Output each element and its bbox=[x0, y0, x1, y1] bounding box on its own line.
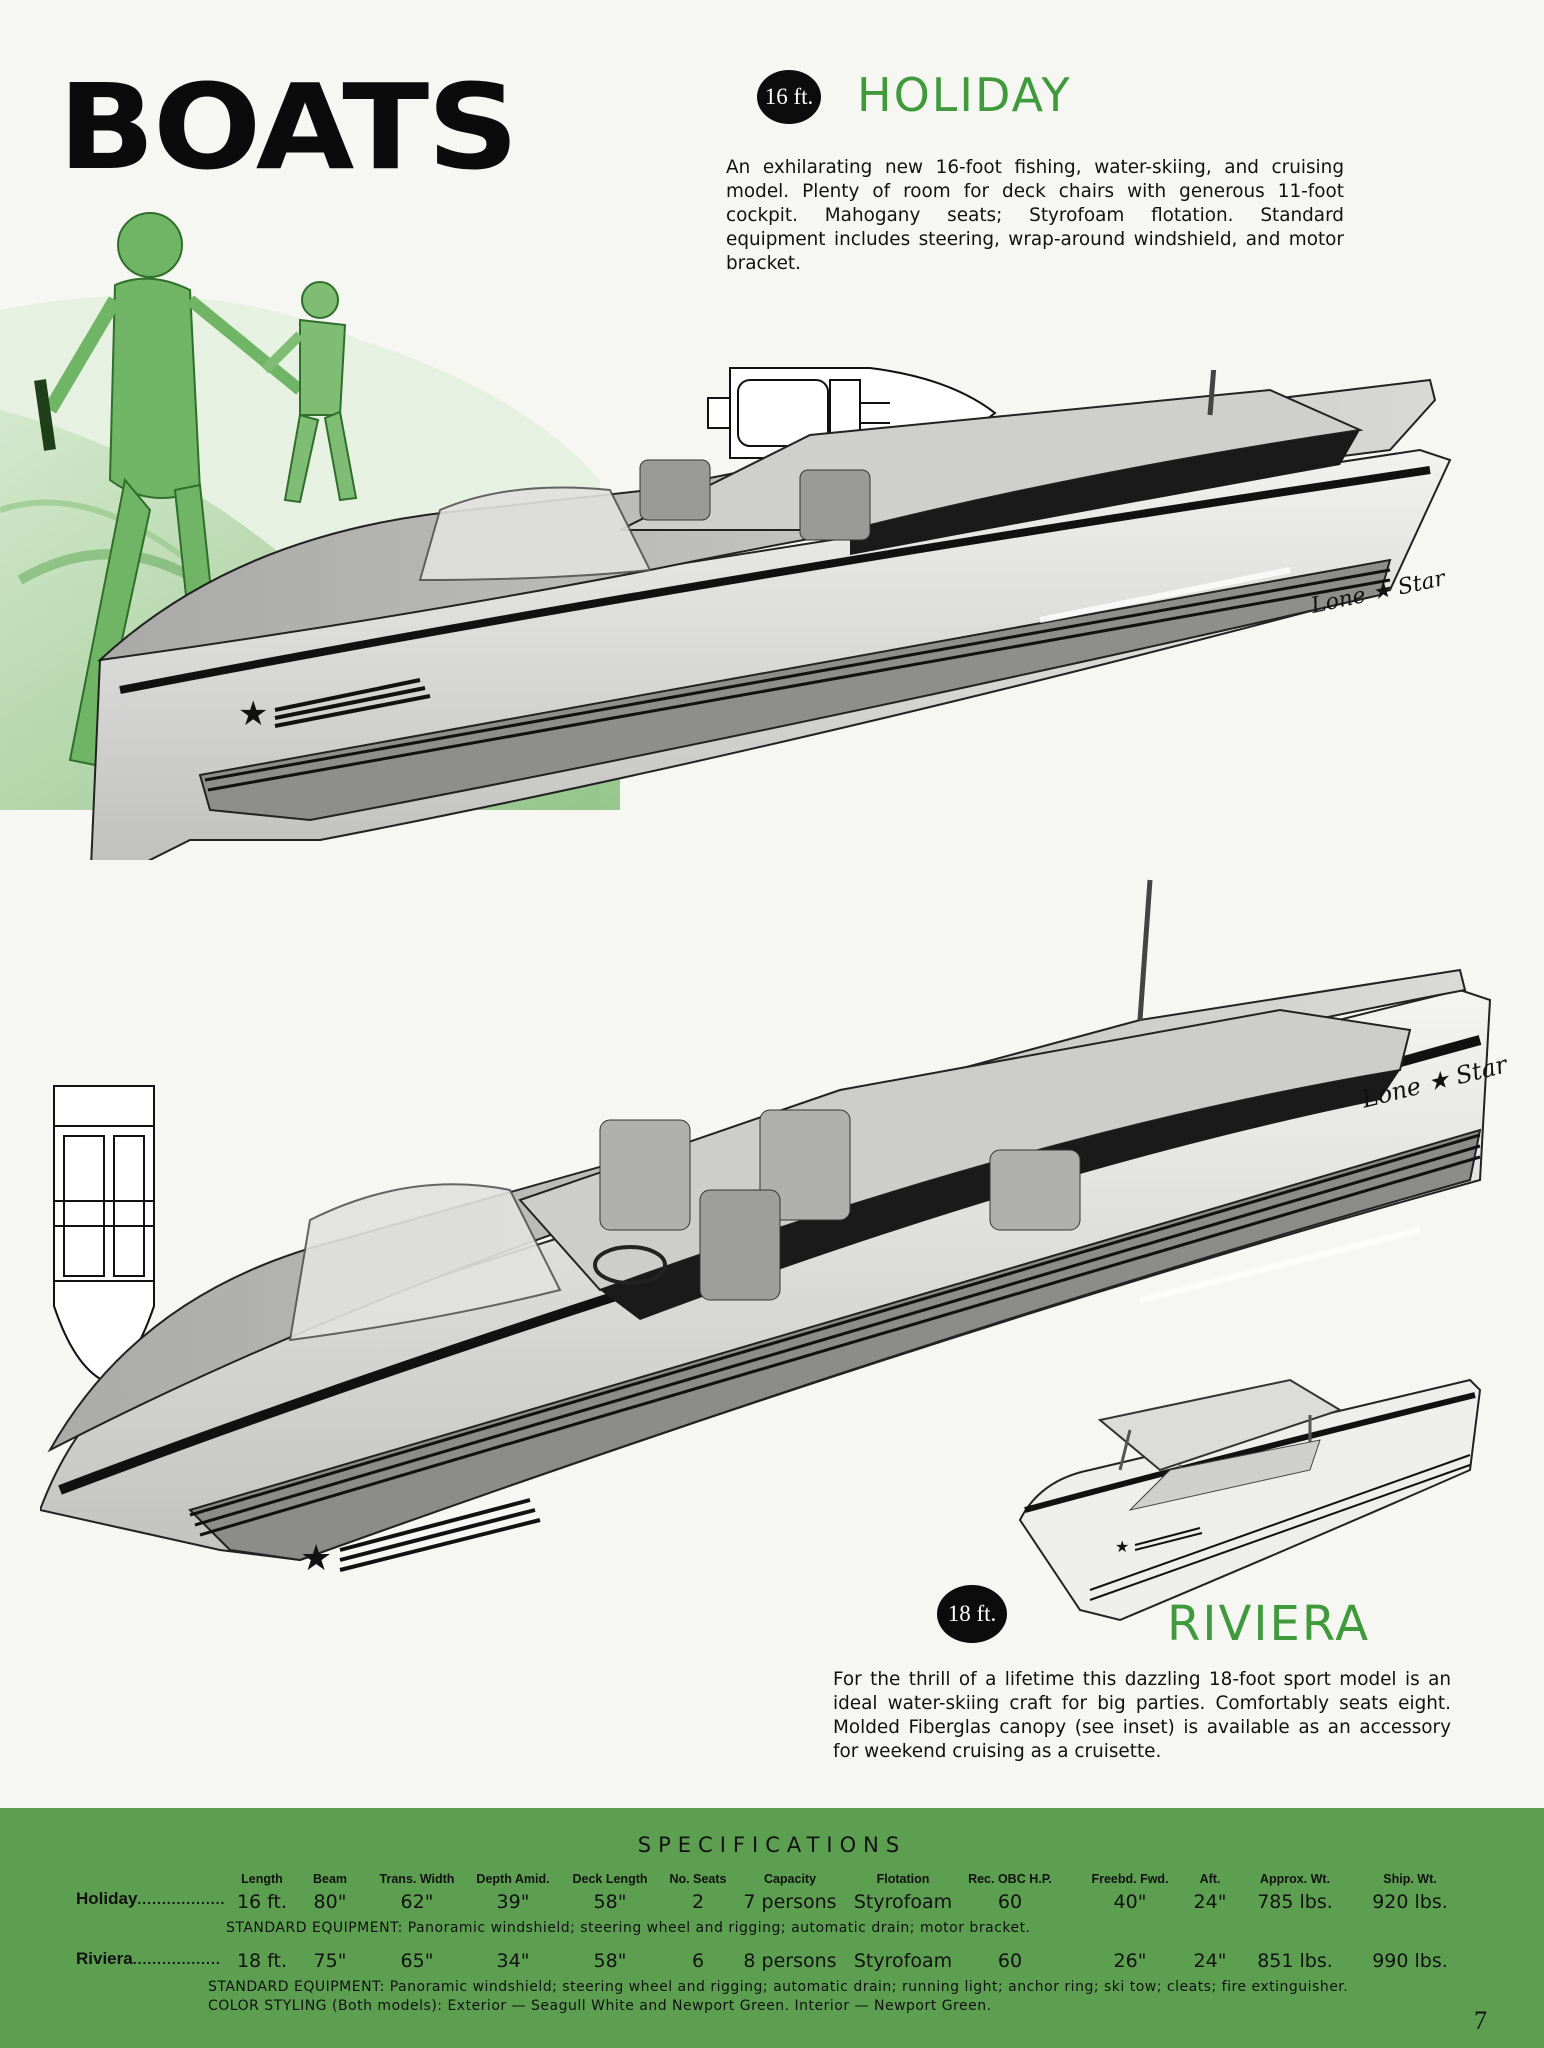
spec-header-capacity: Capacity bbox=[763, 1872, 817, 1886]
holiday-flotation: Styrofoam bbox=[853, 1891, 953, 1913]
riviera-canopy-inset-illustration: ★ bbox=[1018, 1378, 1482, 1622]
riviera-aft: 24" bbox=[1193, 1950, 1227, 1972]
spec-header-depth-amid: Depth Amid. bbox=[476, 1872, 550, 1886]
holiday-trans-width: 62" bbox=[400, 1891, 434, 1913]
spec-header-freebd-fwd: Freebd. Fwd. bbox=[1091, 1872, 1169, 1886]
riviera-top-view-diagram bbox=[53, 1085, 155, 1383]
riviera-model-name: RIVIERA bbox=[1167, 1596, 1371, 1652]
riviera-trans-width: 65" bbox=[400, 1950, 434, 1972]
holiday-size-badge: 16 ft. bbox=[757, 70, 821, 124]
holiday-deck-length: 58" bbox=[593, 1891, 627, 1913]
riviera-rec-obc-hp: 60 bbox=[997, 1950, 1023, 1972]
holiday-length: 16 ft. bbox=[236, 1891, 288, 1913]
riviera-length: 18 ft. bbox=[236, 1950, 288, 1972]
riviera-boat-illustration: ★ bbox=[40, 879, 1492, 1579]
svg-text:★: ★ bbox=[238, 694, 268, 734]
spec-header-beam: Beam bbox=[312, 1872, 348, 1886]
holiday-aft: 24" bbox=[1193, 1891, 1227, 1913]
holiday-row-leader-dots: .................. bbox=[137, 1891, 226, 1907]
riviera-ship-wt: 990 lbs. bbox=[1372, 1950, 1448, 1972]
spec-header-no-seats: No. Seats bbox=[669, 1872, 727, 1886]
spec-header-aft: Aft. bbox=[1199, 1872, 1221, 1886]
holiday-row-label: Holiday bbox=[76, 1889, 138, 1908]
riviera-standard-equipment: STANDARD EQUIPMENT: Panoramic windshield… bbox=[208, 1979, 1349, 1995]
riviera-row-label: Riviera bbox=[76, 1949, 133, 1968]
riviera-deck-length: 58" bbox=[593, 1950, 627, 1972]
holiday-description: An exhilarating new 16-foot fishing, wat… bbox=[726, 157, 1344, 274]
riviera-row-leader-dots: .................. bbox=[132, 1951, 221, 1967]
riviera-freebd-fwd: 26" bbox=[1113, 1950, 1147, 1972]
riviera-description: For the thrill of a lifetime this dazzli… bbox=[833, 1669, 1451, 1762]
svg-text:★: ★ bbox=[300, 1538, 332, 1579]
holiday-rec-obc-hp: 60 bbox=[997, 1891, 1023, 1913]
holiday-standard-equipment: STANDARD EQUIPMENT: Panoramic windshield… bbox=[226, 1920, 1031, 1936]
holiday-no-seats: 2 bbox=[691, 1891, 705, 1913]
holiday-freebd-fwd: 40" bbox=[1113, 1891, 1147, 1913]
specifications-panel bbox=[0, 1808, 1544, 2048]
holiday-ship-wt: 920 lbs. bbox=[1372, 1891, 1448, 1913]
spec-header-ship-wt: Ship. Wt. bbox=[1383, 1872, 1437, 1886]
riviera-capacity: 8 persons bbox=[743, 1950, 837, 1972]
holiday-approx-wt: 785 lbs. bbox=[1257, 1891, 1333, 1913]
color-styling-note: COLOR STYLING (Both models): Exterior — … bbox=[208, 1998, 992, 2014]
holiday-beam: 80" bbox=[313, 1891, 347, 1913]
page-title: BOATS bbox=[58, 58, 519, 196]
spec-row-holiday-name: Holiday.................. bbox=[76, 1889, 225, 1909]
holiday-model-name: HOLIDAY bbox=[857, 68, 1072, 122]
holiday-capacity: 7 persons bbox=[743, 1891, 837, 1913]
spec-header-approx-wt: Approx. Wt. bbox=[1259, 1872, 1331, 1886]
riviera-size-badge: 18 ft. bbox=[937, 1585, 1007, 1643]
page-number: 7 bbox=[1474, 2006, 1487, 2035]
svg-text:★: ★ bbox=[1115, 1537, 1129, 1556]
spec-row-riviera-name: Riviera.................. bbox=[76, 1949, 221, 1969]
riviera-beam: 75" bbox=[313, 1950, 347, 1972]
spec-header-deck-length: Deck Length bbox=[572, 1872, 648, 1886]
specifications-title: SPECIFICATIONS bbox=[637, 1833, 907, 1857]
spec-header-flotation: Flotation bbox=[876, 1872, 930, 1886]
holiday-depth-amid: 39" bbox=[496, 1891, 530, 1913]
spec-header-length: Length bbox=[241, 1872, 283, 1886]
riviera-depth-amid: 34" bbox=[496, 1950, 530, 1972]
holiday-boat-illustration: ★ bbox=[90, 370, 1452, 860]
riviera-flotation: Styrofoam bbox=[853, 1950, 953, 1972]
riviera-no-seats: 6 bbox=[691, 1950, 705, 1972]
riviera-approx-wt: 851 lbs. bbox=[1257, 1950, 1333, 1972]
spec-header-trans-width: Trans. Width bbox=[379, 1872, 455, 1886]
spec-header-rec-obc-hp: Rec. OBC H.P. bbox=[968, 1872, 1052, 1886]
